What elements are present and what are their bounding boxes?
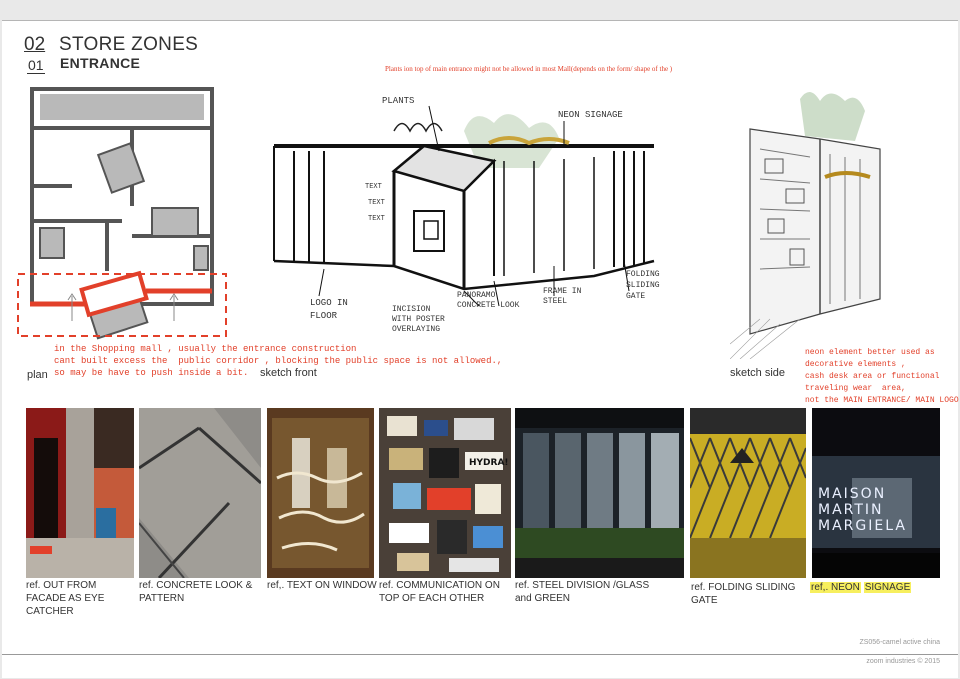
annotation-neon: NEON SIGNAGE (558, 110, 623, 120)
caption-neon: ref,. NEON SIGNAGE (810, 581, 912, 594)
subsection-title: ENTRANCE (60, 55, 141, 71)
caption-communication: ref. COMMUNICATION ON TOP OF EACH OTHER (379, 580, 500, 604)
annotation-folding: FOLDING SLIDING GATE (626, 270, 660, 301)
sketch-side-label: sketch side (730, 367, 786, 379)
ref-photo-window-text (267, 408, 374, 578)
caption-folding-gate: ref. FOLDING SLIDING GATE (691, 582, 796, 606)
annotation-text-1: TEXT (365, 183, 382, 191)
caption-window-text: ref,. TEXT ON WINDOW (267, 580, 377, 591)
ref-photo-steel-glass (515, 408, 684, 578)
sticker-hydra: HYDRA! (469, 458, 509, 468)
ref-photo-stickers: HYDRA! (379, 408, 511, 578)
divider (27, 73, 45, 74)
sketch-side-note: neon element better used as decorative e… (805, 348, 959, 405)
ref-photo-facade (26, 408, 134, 578)
neon-sign-line-1: MAISON (818, 486, 887, 502)
plan-note: in the Shopping mall , usually the entra… (54, 344, 503, 378)
annotation-logo: LOGO IN FLOOR (310, 298, 348, 321)
subsection-number: 01 (28, 57, 44, 73)
annotation-incision: INCISION WITH POSTER OVERLAYING (392, 305, 445, 334)
neon-sign: MAISON MARTIN MARGIELA (818, 486, 907, 534)
neon-sign-line-2: MARTIN (818, 502, 884, 518)
top-note: Plants ion top of main entrance might no… (385, 65, 673, 73)
caption-steel-glass: ref. STEEL DIVISION /GLASS and GREEN (515, 580, 650, 604)
plan-drawing (12, 86, 232, 351)
neon-sign-line-3: MARGIELA (818, 518, 907, 534)
page: 02 STORE ZONES 01 ENTRANCE Plants ion to… (2, 20, 959, 678)
caption-concrete: ref. CONCRETE LOOK & PATTERN (139, 580, 253, 604)
caption-facade: ref. OUT FROM FACADE AS EYE CATCHER (26, 580, 105, 617)
sketch-front-label: sketch front (260, 367, 317, 379)
ref-photo-folding-gate (690, 408, 806, 578)
sketch-front-drawing (264, 91, 674, 326)
annotation-frame: FRAME IN STEEL (543, 287, 582, 306)
footer-company: zoom industries © 2015 (866, 658, 940, 665)
annotation-plants: PLANTS (382, 96, 415, 106)
annotation-panorama: PANORAMO CONCRETE LOOK (457, 291, 520, 310)
plan-label: plan (27, 369, 48, 381)
sketch-side-drawing (729, 79, 890, 364)
ref-photo-concrete (139, 408, 261, 578)
footer-project: ZS056-camel active china (859, 639, 940, 646)
section-title: STORE ZONES (59, 34, 199, 55)
footer-divider (2, 654, 958, 655)
section-number: 02 (24, 34, 46, 55)
annotation-text-3: TEXT (368, 215, 385, 223)
annotation-text-2: TEXT (368, 199, 385, 207)
ref-photo-neon-signage: MAISON MARTIN MARGIELA (812, 408, 940, 578)
caption-neon-part-2: SIGNAGE (863, 582, 912, 593)
caption-neon-part-1: ref,. NEON (810, 582, 861, 593)
